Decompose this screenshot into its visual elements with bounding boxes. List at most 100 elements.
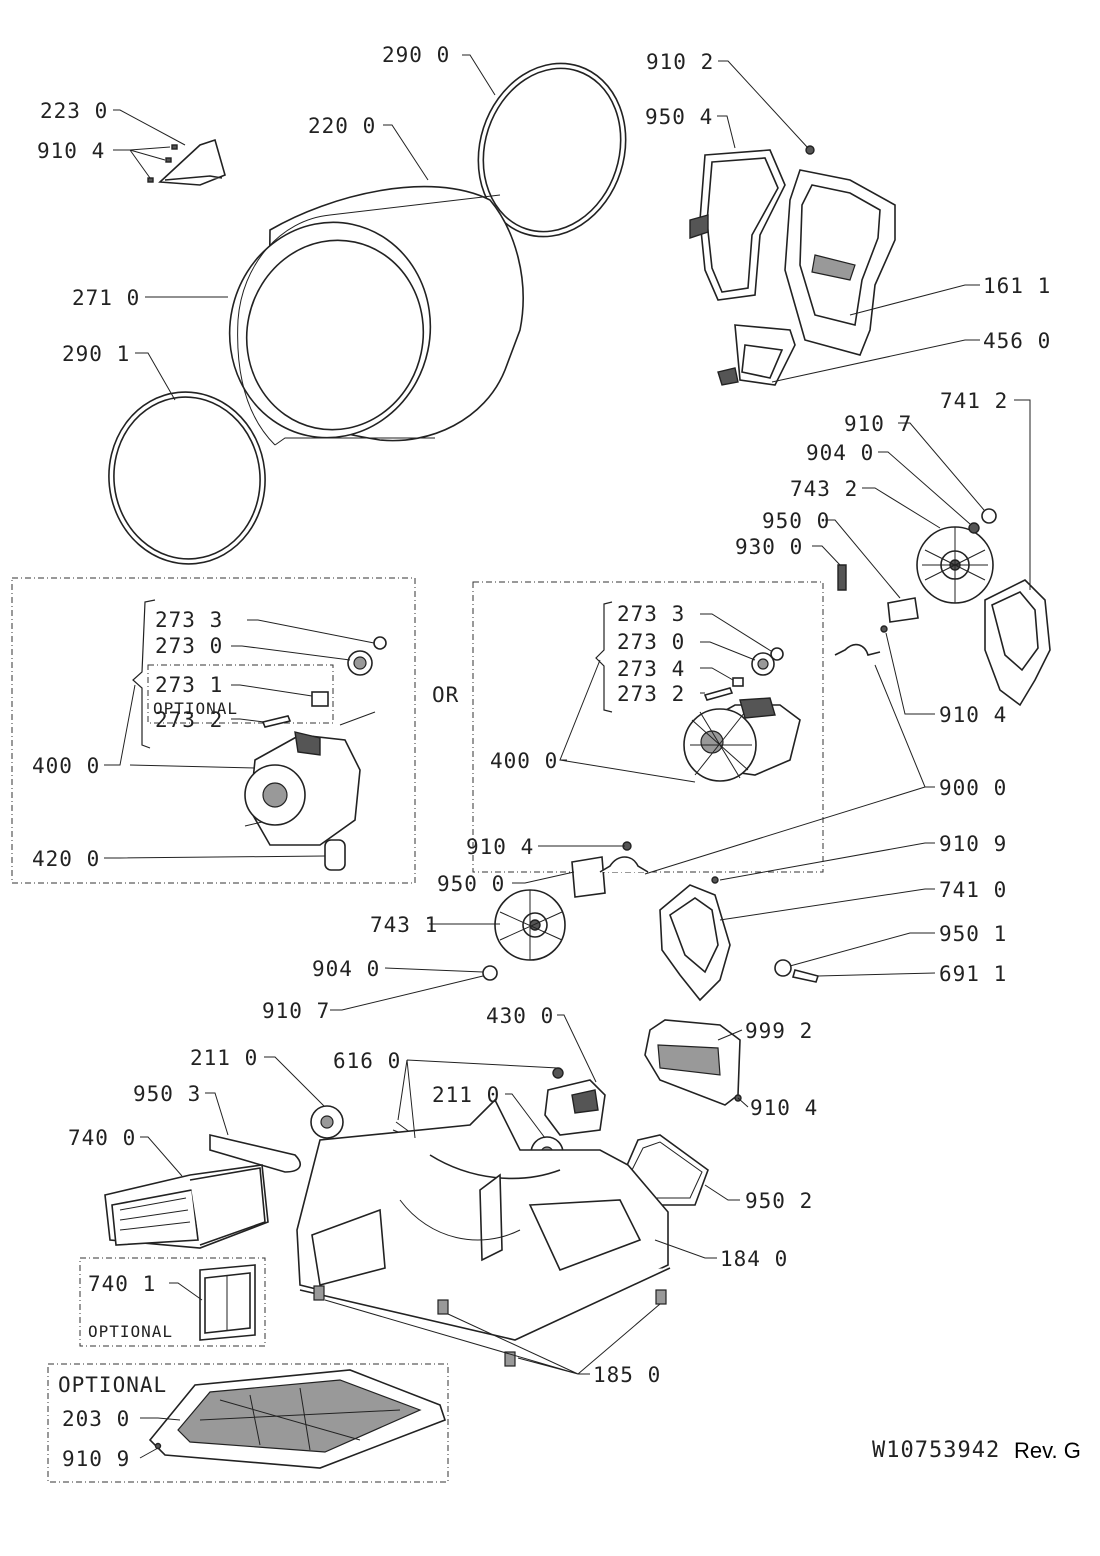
part-label-910-4: 910 4 bbox=[37, 139, 105, 163]
motor-a-idler bbox=[311, 691, 329, 707]
motor-a-shaft bbox=[261, 715, 292, 728]
part-label-223-0: 223 0 bbox=[40, 99, 108, 123]
blower-nut-lower bbox=[482, 965, 498, 981]
part-label-184-0: 184 0 bbox=[720, 1247, 788, 1271]
part-label-420-0: 420 0 bbox=[32, 847, 100, 871]
motor-a-capacitor bbox=[324, 839, 346, 871]
drum-belt bbox=[237, 194, 501, 446]
leveling-foot bbox=[504, 1351, 516, 1367]
thermostat-probe bbox=[552, 1067, 564, 1079]
upper-blower-group bbox=[834, 508, 1051, 707]
part-label-900-0: 900 0 bbox=[939, 776, 1007, 800]
part-label-950-1: 950 1 bbox=[939, 922, 1007, 946]
part-label-691-1: 691 1 bbox=[939, 962, 1007, 986]
part-label-950-4: 950 4 bbox=[645, 105, 713, 129]
part-label-930-0: 930 0 bbox=[735, 535, 803, 559]
motor-a-body bbox=[244, 711, 376, 846]
part-label-400-0: 400 0 bbox=[32, 754, 100, 778]
optional-filter-box bbox=[79, 1257, 266, 1347]
part-label-273-4: 273 4 bbox=[617, 657, 685, 681]
lower-blower-group bbox=[482, 841, 820, 1002]
motor-a-bracket bbox=[132, 599, 156, 749]
optional-base-note: OPTIONAL bbox=[58, 1373, 167, 1397]
part-label-273-3: 273 3 bbox=[155, 608, 223, 632]
part-label-910-7-b: 910 7 bbox=[262, 999, 330, 1023]
part-label-743-1: 743 1 bbox=[370, 913, 438, 937]
part-label-904-0: 904 0 bbox=[806, 441, 874, 465]
or-note: OR bbox=[432, 683, 459, 707]
part-label-999-2: 999 2 bbox=[745, 1019, 813, 1043]
thermistor bbox=[791, 969, 820, 983]
part-label-950-0: 950 0 bbox=[762, 509, 830, 533]
screw bbox=[154, 1442, 162, 1450]
part-label-950-0-b: 950 0 bbox=[437, 872, 505, 896]
motor-a-nut bbox=[373, 636, 387, 650]
motor-b-screw bbox=[703, 687, 734, 701]
filter-gasket bbox=[209, 1133, 301, 1173]
part-label-950-2: 950 2 bbox=[745, 1189, 813, 1213]
insulator-pad bbox=[887, 597, 919, 623]
part-label-910-4-b: 910 4 bbox=[939, 703, 1007, 727]
leveling-foot bbox=[655, 1289, 667, 1305]
leveling-foot bbox=[313, 1285, 325, 1301]
part-label-740-0: 740 0 bbox=[68, 1126, 136, 1150]
part-label-273-2-b: 273 2 bbox=[617, 682, 685, 706]
blower-wheel-lower bbox=[494, 889, 566, 961]
motor-clamp-lower bbox=[599, 856, 649, 873]
part-label-910-9-b: 910 9 bbox=[62, 1447, 130, 1471]
part-label-271-0: 271 0 bbox=[72, 286, 140, 310]
motor-b-body bbox=[683, 697, 801, 782]
optional-filter-note: OPTIONAL bbox=[88, 1322, 173, 1341]
motor-option-a-box bbox=[11, 577, 416, 884]
part-label-910-9: 910 9 bbox=[939, 832, 1007, 856]
drum-group bbox=[108, 62, 627, 565]
part-label-220-0: 220 0 bbox=[308, 114, 376, 138]
thermal-spring bbox=[837, 564, 847, 591]
drum-baffle bbox=[158, 138, 226, 186]
part-label-273-0-b: 273 0 bbox=[617, 630, 685, 654]
part-labels: 290 0 223 0 910 4 220 0 910 2 950 4 271 … bbox=[32, 43, 1051, 1471]
screw bbox=[880, 625, 888, 633]
leveling-foot bbox=[437, 1299, 449, 1315]
optional-motor-box bbox=[147, 664, 334, 724]
motor-b-nut bbox=[770, 647, 784, 661]
motor-b-washer bbox=[732, 677, 744, 687]
part-label-290-0: 290 0 bbox=[382, 43, 450, 67]
optional-motor-note: OPTIONAL bbox=[153, 699, 238, 718]
motor-b-bracket bbox=[595, 601, 613, 713]
part-label-273-3-b: 273 3 bbox=[617, 602, 685, 626]
part-label-456-0: 456 0 bbox=[983, 329, 1051, 353]
optional-base-box bbox=[47, 1363, 449, 1483]
motor-option-a bbox=[11, 577, 416, 884]
part-label-211-0: 211 0 bbox=[190, 1046, 258, 1070]
part-label-290-1: 290 1 bbox=[62, 342, 130, 366]
motor-option-b bbox=[472, 581, 824, 873]
leader-lines bbox=[104, 54, 1031, 1459]
part-label-910-4-d: 910 4 bbox=[750, 1096, 818, 1120]
part-label-273-1: 273 1 bbox=[155, 673, 223, 697]
part-label-185-0: 185 0 bbox=[593, 1363, 661, 1387]
part-label-741-0: 741 0 bbox=[939, 878, 1007, 902]
part-label-910-4-c: 910 4 bbox=[466, 835, 534, 859]
part-label-211-0-b: 211 0 bbox=[432, 1083, 500, 1107]
part-label-616-0: 616 0 bbox=[333, 1049, 401, 1073]
screw bbox=[711, 876, 719, 884]
part-label-740-1: 740 1 bbox=[88, 1272, 156, 1296]
part-label-273-0: 273 0 bbox=[155, 634, 223, 658]
part-label-203-0: 203 0 bbox=[62, 1407, 130, 1431]
part-label-743-2: 743 2 bbox=[790, 477, 858, 501]
part-label-904-0-b: 904 0 bbox=[312, 957, 380, 981]
part-label-161-1: 161 1 bbox=[983, 274, 1051, 298]
blower-wheel-upper bbox=[916, 526, 994, 604]
part-label-400-0-b: 400 0 bbox=[490, 749, 558, 773]
part-label-910-7: 910 7 bbox=[844, 412, 912, 436]
screw bbox=[171, 144, 178, 150]
part-label-950-3: 950 3 bbox=[133, 1082, 201, 1106]
motor-clamp-upper bbox=[834, 643, 881, 656]
thermistor-grommet bbox=[774, 959, 792, 977]
base-group bbox=[47, 1019, 742, 1483]
part-label-430-0: 430 0 bbox=[486, 1004, 554, 1028]
part-label-910-2: 910 2 bbox=[646, 50, 714, 74]
insulator-pad-lower bbox=[571, 856, 606, 898]
